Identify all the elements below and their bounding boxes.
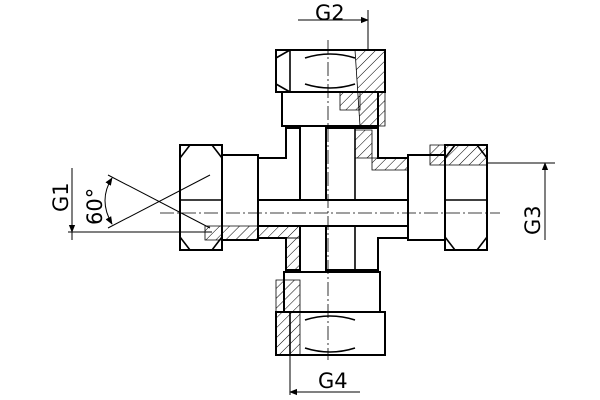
dimension-g2: G2 (298, 1, 369, 50)
label-g2: G2 (315, 1, 345, 25)
right-nut (407, 144, 488, 251)
label-g1: G1 (49, 182, 73, 212)
dimension-g1: G1 60° (49, 168, 212, 240)
bottom-nut (275, 271, 386, 356)
center-lines (160, 40, 500, 360)
label-angle: 60° (83, 188, 107, 225)
left-nut (179, 144, 259, 251)
dimension-g4: G4 (289, 320, 360, 396)
label-g4: G4 (318, 369, 348, 393)
label-g3: G3 (521, 205, 545, 235)
top-nut (275, 49, 386, 127)
angle-construction (104, 174, 211, 229)
dimension-g3: G3 (487, 162, 555, 240)
